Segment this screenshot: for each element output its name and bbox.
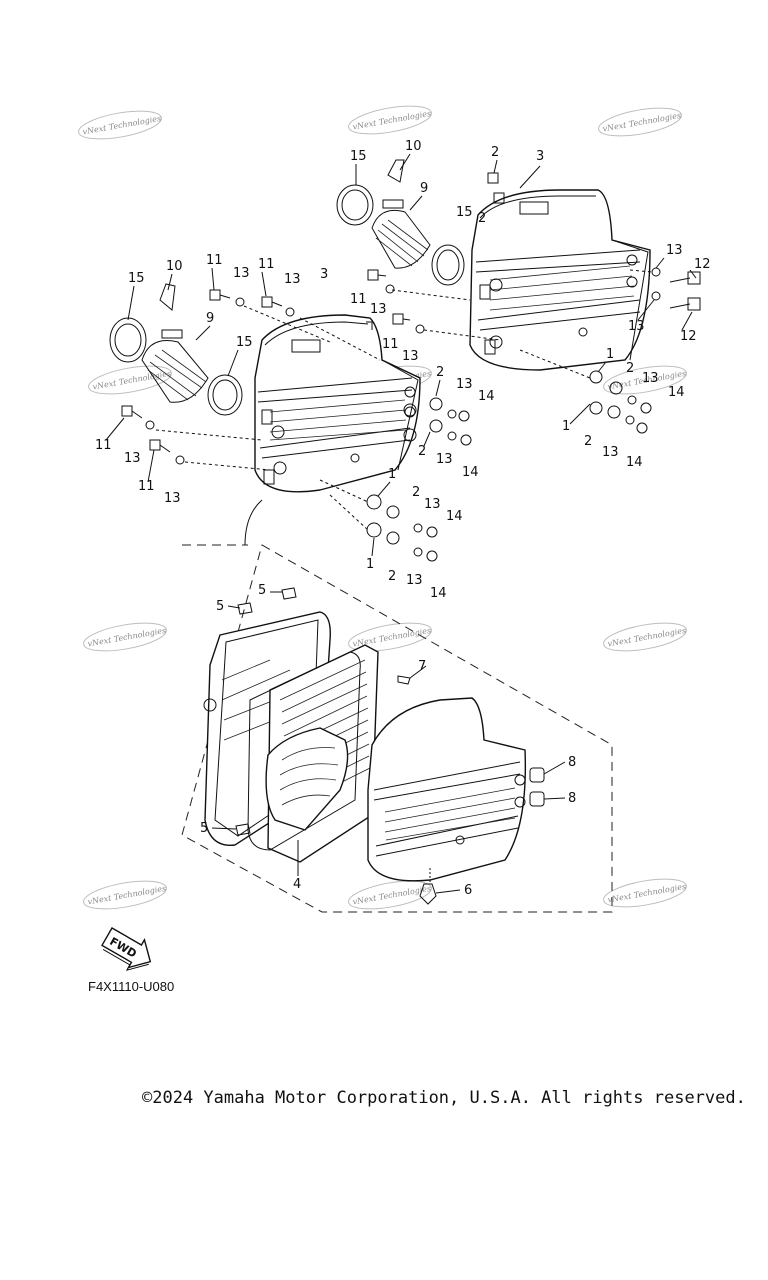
callouts: 15 10 9 2 3 2 15 13 12 13 12 11 13 11 13…: [95, 139, 711, 898]
callout-1: 1: [388, 467, 396, 482]
watermark: vNext Technologies: [603, 878, 687, 908]
svg-text:vNext Technologies: vNext Technologies: [607, 882, 687, 905]
svg-text:vNext Technologies: vNext Technologies: [607, 626, 687, 649]
callout-11: 11: [350, 292, 367, 307]
callout-13: 13: [424, 497, 441, 512]
callout-14: 14: [626, 455, 643, 470]
callout-15: 15: [236, 335, 253, 350]
watermark: vNext Technologies: [88, 365, 172, 395]
intake-duct-right: [336, 159, 465, 286]
callout-2: 2: [626, 361, 634, 376]
svg-text:vNext Technologies: vNext Technologies: [92, 369, 172, 392]
watermark: vNext Technologies: [78, 110, 162, 140]
callout-2: 2: [584, 434, 592, 449]
airbox-housing-right: [469, 189, 651, 371]
part-code: F4X1110-U080: [88, 979, 174, 994]
callout-11: 11: [258, 257, 275, 272]
callout-10: 10: [166, 259, 183, 274]
callout-2: 2: [388, 569, 396, 584]
callout-9: 9: [420, 181, 428, 196]
callout-6: 6: [464, 883, 472, 898]
callout-2: 2: [412, 485, 420, 500]
callout-13: 13: [666, 243, 683, 258]
callout-15: 15: [128, 271, 145, 286]
callout-5: 5: [258, 583, 266, 598]
callout-11: 11: [206, 253, 223, 268]
watermark: vNext Technologies: [598, 107, 682, 137]
callout-15: 15: [350, 149, 367, 164]
callout-2: 2: [418, 444, 426, 459]
callout-13: 13: [602, 445, 619, 460]
exploded-components: [203, 587, 545, 905]
callout-11: 11: [138, 479, 155, 494]
callout-2: 2: [436, 365, 444, 380]
callout-8: 8: [568, 791, 576, 806]
callout-12: 12: [680, 329, 697, 344]
callout-13: 13: [642, 371, 659, 386]
hardware-left: [121, 289, 472, 562]
callout-13: 13: [456, 377, 473, 392]
callout-2: 2: [478, 211, 486, 226]
airbox-housing-left: [254, 314, 421, 493]
callout-8: 8: [568, 755, 576, 770]
svg-text:vNext Technologies: vNext Technologies: [352, 109, 432, 132]
svg-text:vNext Technologies: vNext Technologies: [87, 884, 167, 907]
callout-13: 13: [124, 451, 141, 466]
callout-14: 14: [430, 586, 447, 601]
callout-13: 13: [284, 272, 301, 287]
exploded-view-frame: [181, 544, 613, 913]
svg-text:vNext Technologies: vNext Technologies: [87, 626, 167, 649]
watermark: vNext Technologies: [83, 622, 167, 652]
watermark: vNext Technologies: [83, 880, 167, 910]
callout-13: 13: [233, 266, 250, 281]
callout-13: 13: [370, 302, 387, 317]
callout-14: 14: [446, 509, 463, 524]
callout-10: 10: [405, 139, 422, 154]
callout-11: 11: [95, 438, 112, 453]
callout-14: 14: [462, 465, 479, 480]
callout-11: 11: [382, 337, 399, 352]
callout-13: 13: [628, 319, 645, 334]
watermark: vNext Technologies: [603, 622, 687, 652]
callout-4: 4: [293, 877, 301, 892]
svg-text:vNext Technologies: vNext Technologies: [352, 884, 432, 907]
callout-12: 12: [694, 257, 711, 272]
callout-1: 1: [366, 557, 374, 572]
callout-13: 13: [436, 452, 453, 467]
callout-leaders: [105, 153, 697, 894]
callout-14: 14: [478, 389, 495, 404]
svg-text:vNext Technologies: vNext Technologies: [82, 114, 162, 137]
callout-2: 2: [491, 145, 499, 160]
hardware-right: [367, 172, 701, 434]
callout-1: 1: [562, 419, 570, 434]
callout-14: 14: [668, 385, 685, 400]
callout-13: 13: [402, 349, 419, 364]
callout-3: 3: [320, 267, 328, 282]
callout-3: 3: [536, 149, 544, 164]
callout-15: 15: [456, 205, 473, 220]
callout-5: 5: [200, 821, 208, 836]
callout-13: 13: [164, 491, 181, 506]
callout-13: 13: [406, 573, 423, 588]
fwd-arrow-icon: FWD: [101, 927, 152, 971]
callout-1: 1: [606, 347, 614, 362]
copyright-notice: ©2024 Yamaha Motor Corporation, U.S.A. A…: [142, 1088, 746, 1108]
explode-arrow: [244, 499, 263, 546]
callout-7: 7: [418, 659, 426, 674]
svg-text:vNext Technologies: vNext Technologies: [602, 111, 682, 134]
watermark: vNext Technologies: [348, 105, 432, 135]
intake-duct-left: [109, 283, 243, 416]
callout-9: 9: [206, 311, 214, 326]
leader-lines-upper: [155, 269, 653, 531]
callout-5: 5: [216, 599, 224, 614]
